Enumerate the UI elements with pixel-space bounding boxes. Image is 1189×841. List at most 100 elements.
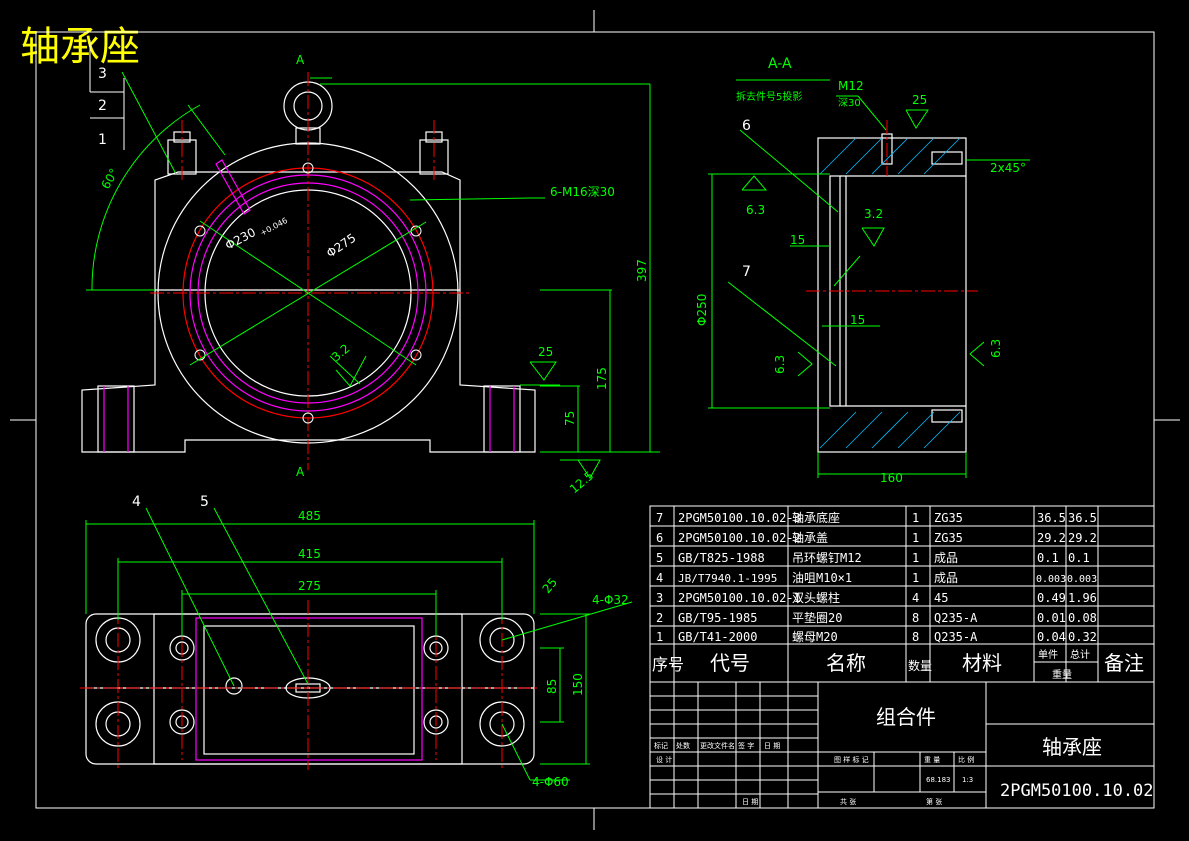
section-dimensions (708, 79, 1030, 478)
balloon-6: 6 (742, 118, 751, 134)
svg-text:1: 1 (912, 551, 919, 565)
svg-text:1: 1 (912, 531, 919, 545)
section-title: A-A (768, 56, 792, 72)
section-mark-bottom: A (296, 465, 305, 479)
d275-label: Φ275 (324, 231, 359, 261)
rough-25c: 25 (540, 575, 561, 596)
svg-text:日 期: 日 期 (764, 742, 780, 750)
svg-text:GB/T825-1988: GB/T825-1988 (678, 551, 765, 565)
bom-header-qty: 数量 (908, 658, 932, 673)
svg-text:36.5: 36.5 (1037, 511, 1066, 525)
bom-header-no: 序号 (652, 655, 684, 674)
svg-text:Q235-A: Q235-A (934, 630, 978, 644)
rough-125: 12.5 (567, 468, 596, 496)
svg-text:0.01: 0.01 (1037, 611, 1066, 625)
svg-text:成品: 成品 (934, 551, 958, 565)
svg-text:0.04: 0.04 (1037, 630, 1066, 644)
svg-text:双头螺柱: 双头螺柱 (792, 590, 840, 605)
section-note: 拆去件号5投影 (736, 90, 802, 103)
bom-header-remark: 备注 (1104, 651, 1144, 675)
h397-label: 397 (635, 259, 649, 282)
d230-tol: +0.046 (259, 216, 289, 238)
dimension-texts: A A A-A 拆去件号5投影 M12 深30 60° Φ230 +0.046 … (98, 53, 1026, 789)
rough-25a: 25 (538, 345, 553, 359)
svg-text:0.1: 0.1 (1037, 551, 1059, 565)
balloon-5: 5 (200, 494, 209, 510)
drawing-number: 2PGM50100.10.02 (1000, 781, 1154, 801)
rough-63b: 6.3 (773, 355, 787, 374)
rough-32: 3.2 (329, 341, 353, 364)
svg-text:45: 45 (934, 591, 948, 605)
svg-text:1.96: 1.96 (1068, 591, 1097, 605)
section-hatching (819, 137, 961, 449)
top-view (85, 613, 535, 765)
balloon-3: 3 (98, 66, 107, 82)
svg-text:0.1: 0.1 (1068, 551, 1090, 565)
svg-text:Q235-A: Q235-A (934, 611, 978, 625)
svg-text:2: 2 (656, 611, 663, 625)
svg-text:2PGM50100.10.02-2: 2PGM50100.10.02-2 (678, 531, 801, 545)
bom-header: 序号 代号 名称 数量 材料 单件 总计 重量 备注 (652, 648, 1144, 681)
svg-text:68.183: 68.183 (926, 776, 951, 784)
sheet-frame (10, 10, 1180, 830)
m12-label: M12 (838, 79, 864, 93)
rough-25b: 25 (912, 93, 927, 107)
svg-text:平垫圈20: 平垫圈20 (792, 610, 842, 625)
depth30-label: 深30 (838, 97, 861, 109)
balloon-numbers: 3 2 1 6 7 4 5 (98, 66, 751, 510)
balloon-2: 2 (98, 98, 107, 114)
d60-label: 4-Φ60 (532, 775, 569, 789)
svg-text:ZG35: ZG35 (934, 511, 963, 525)
svg-text:标记: 标记 (654, 741, 668, 750)
svg-text:1: 1 (656, 630, 663, 644)
svg-text:29.2: 29.2 (1037, 531, 1066, 545)
svg-text:0.32: 0.32 (1068, 630, 1097, 644)
d32-label: 4-Φ32 (592, 593, 629, 607)
svg-text:8: 8 (912, 611, 919, 625)
svg-text:6: 6 (656, 531, 663, 545)
title-block-lines (649, 681, 1155, 809)
h75-label: 75 (563, 411, 577, 426)
svg-text:图 样 标 记: 图 样 标 记 (834, 755, 869, 764)
svg-text:7: 7 (656, 511, 663, 525)
svg-text:签 字: 签 字 (738, 741, 754, 750)
bom-header-mat: 材料 (962, 651, 1002, 675)
svg-text:油咀M10×1: 油咀M10×1 (792, 571, 852, 585)
svg-text:0.08: 0.08 (1068, 611, 1097, 625)
section-centerlines (806, 120, 978, 292)
front-dimensions (86, 40, 660, 461)
top-centerlines (80, 600, 540, 770)
bom-header-unit: 单件 (1038, 649, 1058, 661)
svg-text:5: 5 (656, 551, 663, 565)
h85-label: 85 (545, 679, 559, 694)
svg-text:ZG35: ZG35 (934, 531, 963, 545)
svg-text:2PGM50100.10.02-1: 2PGM50100.10.02-1 (678, 591, 801, 605)
svg-text:1: 1 (912, 571, 919, 585)
part-name: 轴承座 (1042, 735, 1102, 759)
bom-header-weight: 重量 (1052, 668, 1072, 681)
h175-label: 175 (595, 367, 609, 390)
svg-text:1:3: 1:3 (962, 776, 973, 784)
title-block-texts: 组合件 轴承座 2PGM50100.10.02 标记 处数 更改文件名 签 字 … (654, 705, 1154, 806)
w275-label: 275 (298, 579, 321, 593)
w415-label: 415 (298, 547, 321, 561)
bom-header-code: 代号 (710, 651, 750, 675)
svg-text:36.5: 36.5 (1068, 511, 1097, 525)
bom-header-name: 名称 (826, 651, 866, 675)
svg-text:共 张: 共 张 (840, 797, 856, 806)
w160-label: 160 (880, 471, 903, 485)
svg-text:重 量: 重 量 (924, 756, 940, 764)
balloon-7: 7 (742, 264, 751, 280)
w485-label: 485 (298, 509, 321, 523)
section-mark-top: A (296, 53, 305, 67)
n15b-label: 15 (850, 313, 865, 327)
chamfer-label: 2x45° (990, 161, 1026, 175)
front-centerlines (150, 72, 470, 470)
rough-63a: 6.3 (746, 203, 765, 217)
